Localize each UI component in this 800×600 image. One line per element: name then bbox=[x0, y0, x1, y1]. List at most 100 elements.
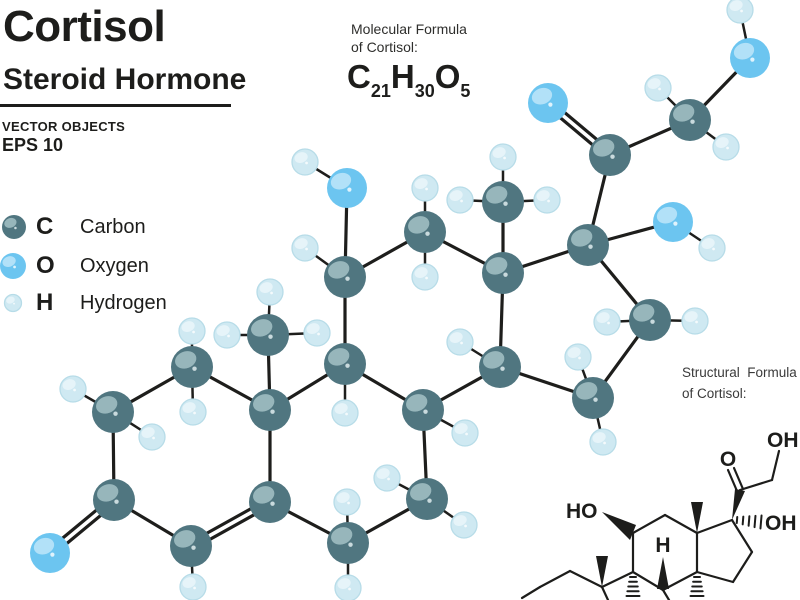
atom-C20 bbox=[589, 134, 631, 176]
atom-highlight bbox=[656, 206, 678, 224]
atom-dot bbox=[13, 265, 16, 269]
atom-C4 bbox=[170, 525, 212, 567]
atom-highlight bbox=[182, 577, 196, 588]
atom-C6 bbox=[327, 522, 369, 564]
atom-H1a bbox=[178, 317, 206, 345]
atom-highlight bbox=[4, 217, 17, 228]
atom-highlight bbox=[576, 382, 598, 400]
atom-highlight bbox=[592, 432, 606, 443]
formula-subscript: 5 bbox=[460, 81, 471, 101]
atom-highlight bbox=[406, 394, 428, 412]
page-subtitle: Steroid Hormone bbox=[3, 63, 247, 96]
atom-H14 bbox=[446, 328, 474, 356]
atom-highlight bbox=[216, 325, 230, 336]
atom-dot bbox=[14, 226, 17, 230]
atom-highlight bbox=[571, 229, 593, 247]
skeletal-bond-12 bbox=[731, 550, 754, 584]
atom-dot bbox=[500, 366, 505, 371]
molecular-formula-caption-line1: Molecular Formula bbox=[351, 21, 467, 37]
atom-H2a bbox=[59, 375, 87, 403]
atom-highlight bbox=[96, 396, 118, 414]
atom-dot bbox=[193, 411, 196, 415]
atom-highlight bbox=[294, 152, 308, 163]
atom-dot bbox=[193, 586, 196, 590]
page-title: Cortisol bbox=[3, 2, 166, 51]
atom-dot bbox=[347, 187, 352, 192]
formula-element-symbol: C bbox=[347, 58, 371, 95]
atom-dot bbox=[460, 341, 463, 345]
atom-dot bbox=[227, 334, 230, 338]
legend-ball-oxygen bbox=[0, 253, 26, 279]
skeletal-wedge-2 bbox=[691, 502, 703, 533]
skeletal-bond-14 bbox=[738, 478, 774, 492]
atom-H1b bbox=[179, 398, 207, 426]
atom-highlight bbox=[492, 147, 506, 158]
atom-dot bbox=[726, 146, 729, 150]
skeletal-double-bond-0 bbox=[732, 466, 745, 491]
atom-highlight bbox=[175, 351, 197, 369]
atom-highlight bbox=[483, 351, 505, 369]
atom-C7 bbox=[406, 478, 448, 520]
skeletal-bond-3 bbox=[600, 570, 635, 589]
atom-dot bbox=[50, 552, 55, 557]
atom-highlight bbox=[449, 332, 463, 343]
structural-formula-caption-line1: Structural Formula bbox=[682, 365, 797, 380]
atom-O11 bbox=[327, 168, 367, 208]
atom-dot bbox=[345, 276, 350, 281]
atom-H19b bbox=[213, 321, 241, 349]
atom-dot bbox=[345, 363, 350, 368]
atom-dot bbox=[192, 330, 195, 334]
hash-stroke-1 bbox=[741, 515, 745, 526]
atom-C1 bbox=[171, 346, 213, 388]
atom-highlight bbox=[715, 137, 729, 148]
atom-highlight bbox=[328, 261, 350, 279]
atom-dot bbox=[690, 119, 695, 124]
atom-dot bbox=[387, 477, 390, 481]
formula-subscript: 21 bbox=[370, 81, 391, 101]
atom-dot bbox=[503, 201, 508, 206]
skeletal-bond-0 bbox=[520, 585, 542, 600]
atom-H12b bbox=[411, 263, 439, 291]
atom-H7b bbox=[450, 511, 478, 539]
atom-H12a bbox=[411, 174, 439, 202]
atom-highlight bbox=[253, 394, 275, 412]
atom-dot bbox=[650, 319, 655, 324]
atom-highlight bbox=[596, 312, 610, 323]
legend-symbol: C bbox=[36, 213, 54, 240]
skeletal-bond-11 bbox=[730, 518, 754, 554]
skeletal-bond-10 bbox=[695, 518, 734, 535]
skeletal-bond-2 bbox=[568, 569, 604, 589]
molecular-formula: C21H30O5 bbox=[347, 58, 470, 101]
atom-highlight bbox=[701, 238, 715, 249]
atom-C11 bbox=[324, 256, 366, 298]
atom-highlight bbox=[410, 483, 432, 501]
atom-C5 bbox=[249, 481, 291, 523]
atom-highlight bbox=[733, 42, 755, 60]
atom-dot bbox=[423, 409, 428, 414]
skeletal-double-bond-1 bbox=[726, 468, 739, 493]
atom-dot bbox=[740, 9, 743, 13]
atom-C12 bbox=[404, 211, 446, 253]
atom-dot bbox=[114, 499, 119, 504]
atom-highlight bbox=[376, 468, 390, 479]
atom-dot bbox=[348, 587, 351, 591]
atom-O21 bbox=[730, 38, 770, 78]
atom-C9 bbox=[324, 343, 366, 385]
atom-dot bbox=[750, 57, 755, 62]
atom-highlight bbox=[33, 537, 55, 555]
atom-C18 bbox=[482, 181, 524, 223]
atom-dot bbox=[425, 276, 428, 280]
atom-dot bbox=[588, 244, 593, 249]
atom-highlight bbox=[330, 172, 352, 190]
atom-dot bbox=[152, 436, 155, 440]
atom-C10 bbox=[249, 389, 291, 431]
meta-vector-objects: VECTOR OBJECTS bbox=[2, 119, 126, 134]
atom-highlight bbox=[337, 578, 351, 589]
atom-C3 bbox=[93, 479, 135, 521]
atom-dot bbox=[578, 356, 581, 360]
atom-dot bbox=[305, 247, 308, 251]
skeletal-wedge-3 bbox=[657, 557, 669, 589]
